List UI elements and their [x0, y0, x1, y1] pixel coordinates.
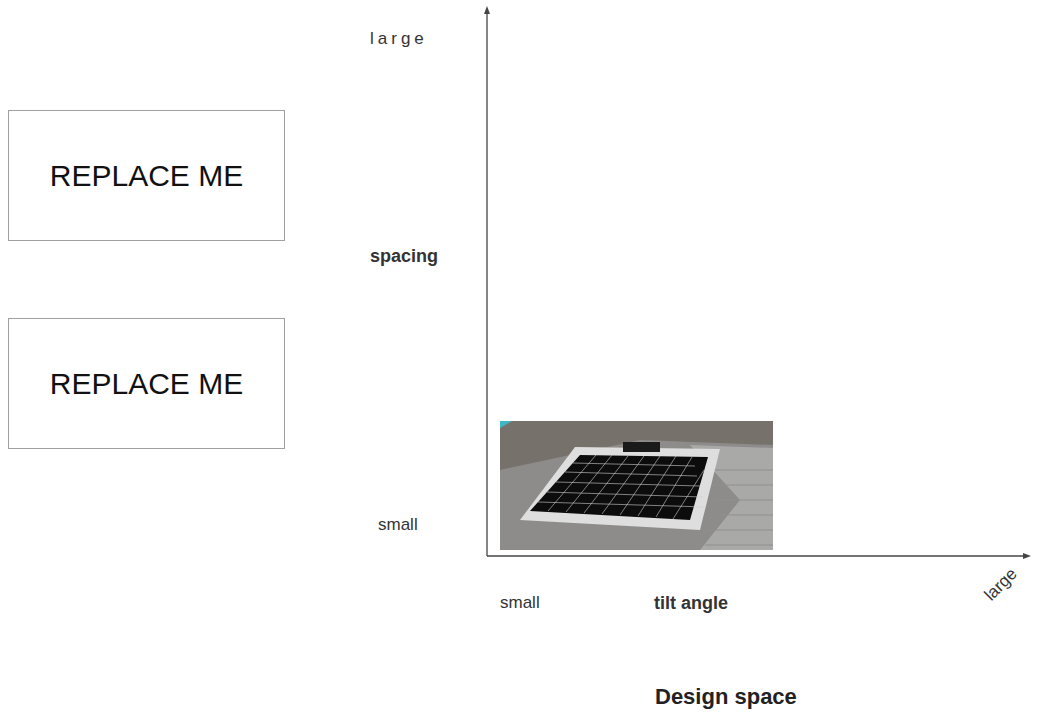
placeholder-text: REPLACE ME	[50, 367, 243, 401]
x-axis	[487, 555, 1024, 556]
photo-water	[500, 421, 512, 428]
placeholder-box: REPLACE ME	[8, 318, 285, 449]
x-axis-arrowhead	[1023, 553, 1031, 559]
axis-title: spacing	[370, 246, 438, 268]
chart-caption: Design space	[655, 684, 797, 710]
photo-top-panels	[623, 442, 660, 452]
placeholder-box: REPLACE ME	[8, 110, 285, 241]
photo-ground	[500, 421, 773, 550]
axis-max-label: large	[370, 29, 428, 49]
placeholder-text: REPLACE ME	[50, 159, 243, 193]
axis-min-label: small	[500, 593, 540, 613]
solar-panel-array	[530, 455, 708, 520]
axis-min-label: small	[378, 515, 418, 535]
axis-max-label: large	[981, 564, 1022, 605]
solar-panel-grid	[538, 455, 706, 519]
axis-title: tilt angle	[654, 593, 728, 615]
solar-roof-photo	[500, 421, 773, 550]
y-axis-arrowhead	[484, 6, 490, 14]
photo-roof-slab	[520, 447, 720, 530]
y-axis	[486, 12, 487, 556]
